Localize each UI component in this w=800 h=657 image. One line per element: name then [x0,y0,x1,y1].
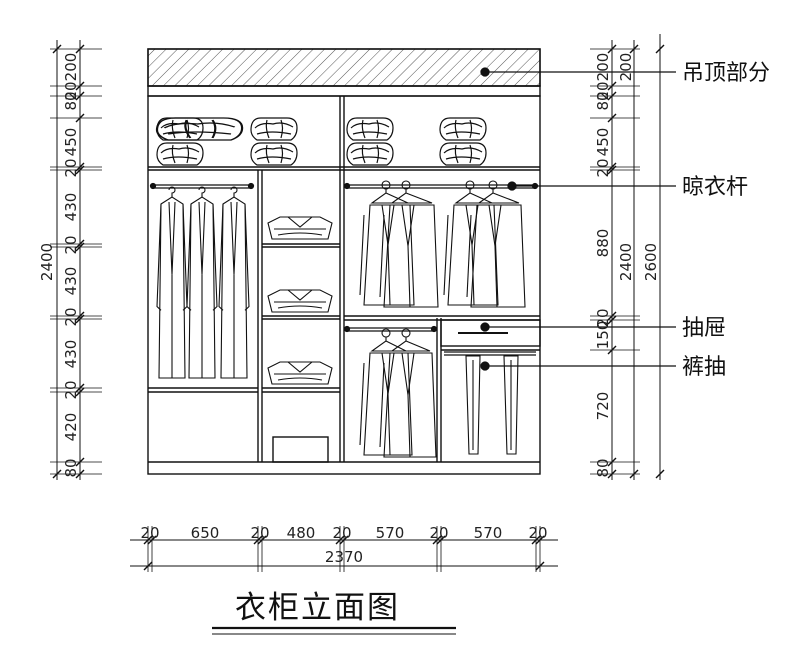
hanging-jacket [359,328,413,456]
right-dimension-value: 200 [617,53,635,82]
folded-clothes-top [155,116,487,166]
bottom-dimension-value: 20 [332,524,351,542]
hanging-coat [156,186,188,379]
left-dimension-value: 450 [62,128,80,157]
drawer-box [440,319,541,347]
wardrobe-body [147,48,541,475]
right-dimension-value: 720 [594,392,612,421]
left-dimension-value: 80 [62,458,80,477]
hanging-jacket [443,180,499,306]
hanging-coat [218,186,250,379]
bottom-dimension-value: 480 [287,524,316,542]
bottom-dimension-value: 20 [429,524,448,542]
right-dimension-value: 20 [594,81,612,100]
right-dimension-value: 20 [594,158,612,177]
callout-pants-drawer: 裤抽 [682,355,726,380]
hanging-jacket [466,180,526,308]
hanging-jacket [379,180,439,308]
right-dimension-value: 880 [594,229,612,258]
bottom-dimension-value: 570 [474,524,503,542]
shoe-box [272,436,329,463]
hanging-garments [156,180,526,458]
callout-leaders [458,67,676,371]
right-dimension-value: 450 [594,128,612,157]
left-dimension-value: 20 [62,307,80,326]
right-dimension-total-outer: 2600 [642,243,660,281]
right-dimension-value: 200 [594,53,612,82]
left-dimension-value: 430 [62,193,80,222]
bottom-dimension-value: 570 [376,524,405,542]
callout-rod: 晾衣杆 [682,175,748,200]
left-dimension-value: 200 [62,53,80,82]
bottom-dimension-chain: 20 650 20 480 20 570 20 570 20 2370 [130,524,558,572]
left-dimension-value: 20 [62,158,80,177]
left-dimension-value: 20 [62,235,80,254]
left-dimension-value: 20 [62,81,80,100]
left-dimension-total: 2400 [38,243,56,281]
callout-drawer: 抽屉 [682,316,726,341]
hanging-pants [503,355,519,455]
hanging-coat [186,186,218,379]
hanging-jacket [379,328,437,458]
right-dimension-value: 150 [594,321,612,350]
hanging-pants [465,355,481,455]
right-dimension-value: 80 [594,458,612,477]
bottom-dimension-value: 20 [250,524,269,542]
bottom-dimension-total: 2370 [325,548,363,566]
left-dimension-value: 430 [62,267,80,296]
right-dimension-value: 80 [594,91,612,110]
right-dimension-total-inner: 2400 [617,243,635,281]
right-dimension-value: 20 [594,308,612,327]
left-dimension-value: 20 [62,380,80,399]
bottom-dimension-value: 20 [140,524,159,542]
ceiling-soffit-hatch [147,48,541,87]
drawing-title: 衣柜立面图 [235,590,400,626]
bottom-dimension-value: 650 [191,524,220,542]
bottom-dimension-value: 20 [528,524,547,542]
hanging-jacket [359,180,415,306]
folded-shirts [267,216,333,385]
left-dimension-value: 420 [62,413,80,442]
callout-ceiling: 吊顶部分 [682,61,770,86]
left-dimension-value: 430 [62,340,80,369]
left-dimension-value: 80 [62,91,80,110]
